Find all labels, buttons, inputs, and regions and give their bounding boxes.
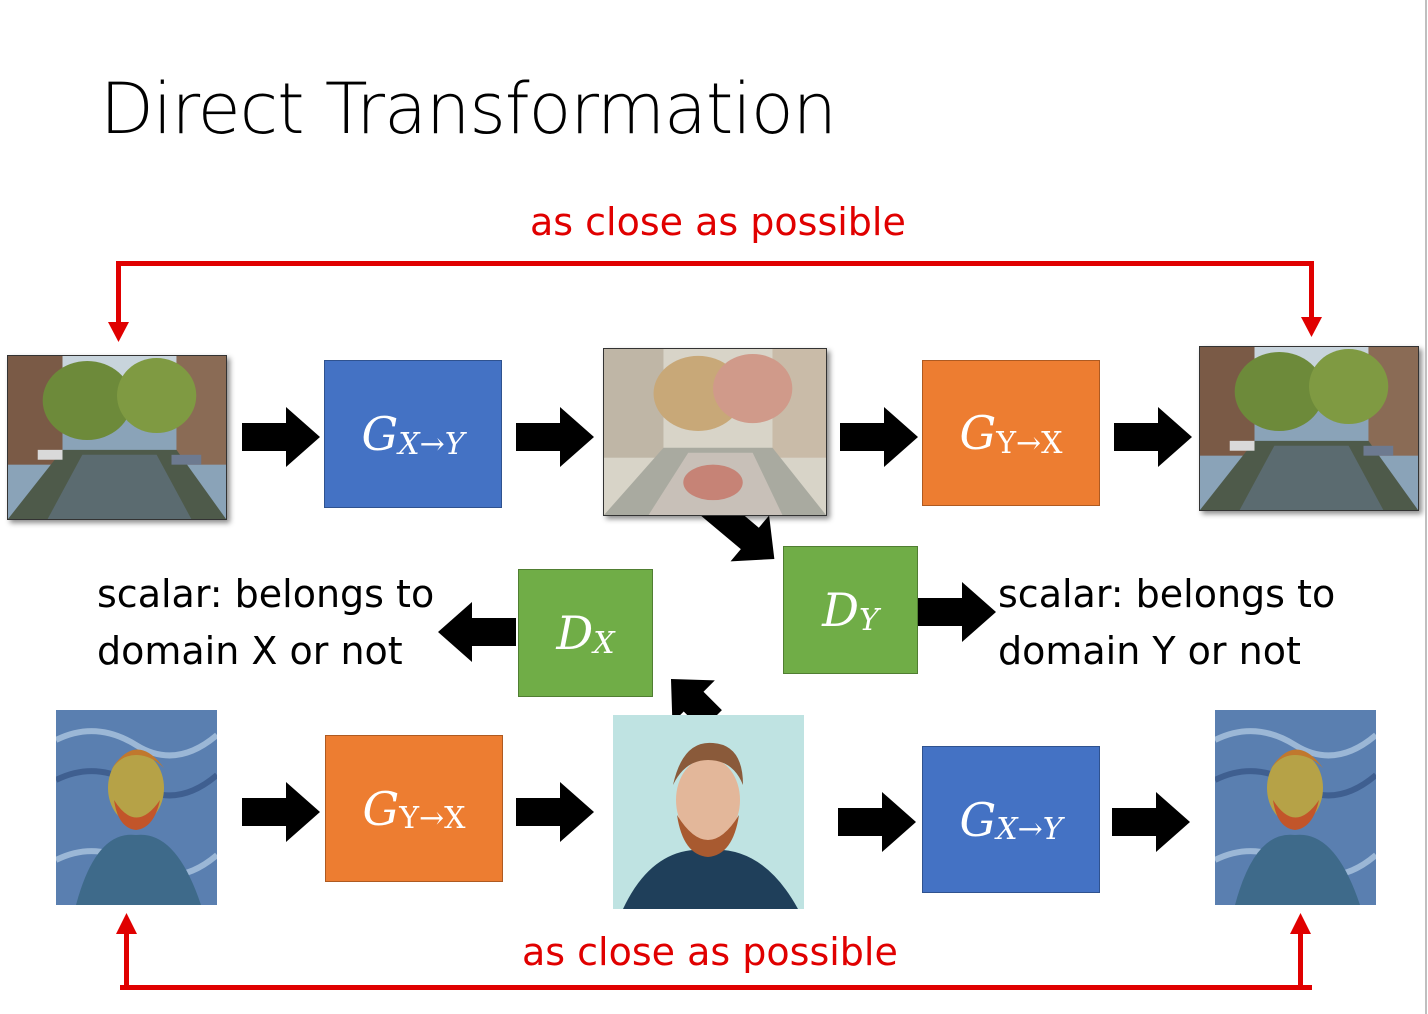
flow-arrow <box>516 407 594 467</box>
canal-photo-input <box>7 355 227 520</box>
flow-arrow <box>1114 407 1192 467</box>
top-right-constraint-arrow <box>1301 261 1322 337</box>
van-gogh-painting-input <box>56 710 217 905</box>
flow-arrow <box>1112 792 1190 852</box>
van-gogh-painting-reconstructed <box>1215 710 1376 905</box>
dy-output-note: scalar: belongs to domain Y or not <box>998 572 1336 673</box>
page-title: Direct Transformation <box>100 68 837 150</box>
flow-arrow <box>516 782 594 842</box>
canal-photo-reconstructed <box>1199 346 1419 511</box>
bottom-left-constraint-arrow <box>116 913 137 990</box>
flow-arrow <box>838 792 916 852</box>
bottom-right-constraint-arrow <box>1290 913 1311 990</box>
dy-output-arrow <box>918 582 996 642</box>
top-constraint-line <box>119 261 1312 266</box>
flow-arrow <box>242 407 320 467</box>
bottom-constraint-line <box>120 985 1312 990</box>
canal-painting-translated <box>603 348 827 516</box>
bottom-constraint-label: as close as possible <box>522 930 898 974</box>
flow-arrow <box>242 782 320 842</box>
top-constraint-label: as close as possible <box>530 200 906 244</box>
flow-arrow <box>840 407 918 467</box>
dx-output-note: scalar: belongs to domain X or not <box>97 572 435 673</box>
van-gogh-photo-translated <box>613 715 804 909</box>
slide-edge <box>1425 0 1427 1014</box>
dx-output-arrow <box>438 602 516 662</box>
top-left-constraint-arrow <box>108 261 129 342</box>
